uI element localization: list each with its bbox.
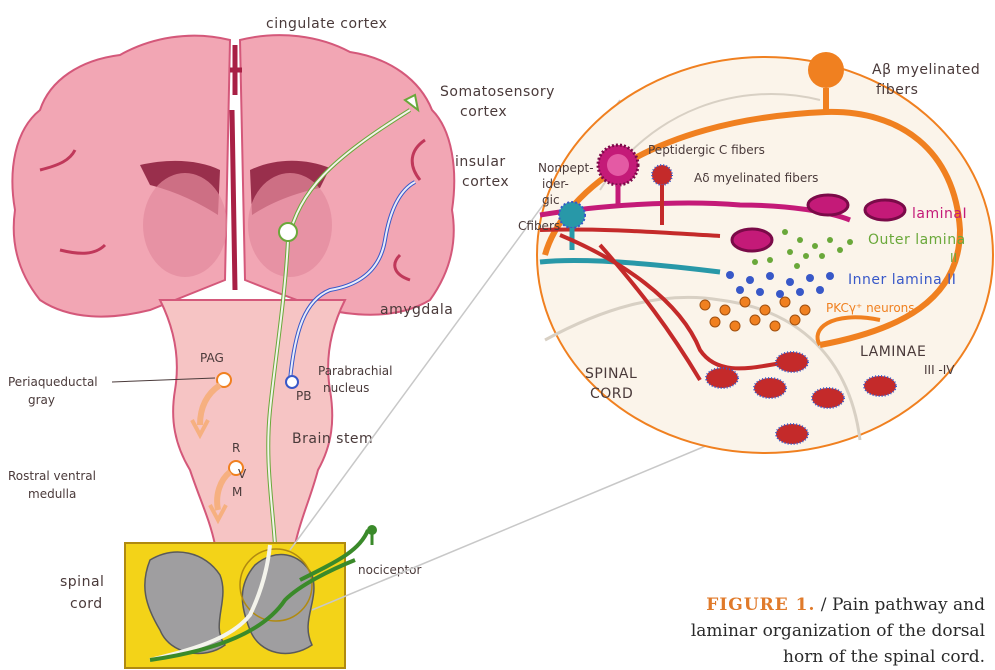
brainstem [160, 300, 345, 545]
label-ad-fibers: Aδ myelinated fibers [694, 171, 818, 185]
label-rostral-ventral-medulla-2: medulla [28, 487, 76, 501]
label-amygdala: amygdala [380, 302, 453, 318]
label-lamina-i: laminaI [912, 206, 967, 222]
figure-number: FIGURE 1. [706, 595, 815, 615]
spinal-cord-section [125, 543, 355, 668]
label-rostral-ventral-medulla: Rostral ventral [8, 469, 96, 483]
label-m: M [232, 485, 242, 499]
label-spinal-cord-2: cord [70, 596, 103, 612]
label-somatosensory-cortex-2: cortex [460, 104, 507, 120]
label-cingulate-cortex: cingulate cortex [266, 16, 387, 32]
label-pb: PB [296, 389, 311, 403]
label-pag: PAG [200, 351, 224, 365]
label-periaqueductal-gray-2: gray [28, 393, 55, 407]
label-peptidergic-c-fibers: Peptidergic C fibers [648, 143, 765, 157]
label-nonpeptidergic-3: gic [542, 193, 560, 207]
label-r: R [232, 441, 240, 455]
label-parabrachial-nucleus-2: nucleus [323, 381, 369, 395]
label-inner-lamina-ii: Inner lamina II [848, 272, 956, 288]
label-spinal-cord: spinal [60, 574, 104, 590]
label-outer-lamina-ii-2: II [950, 251, 957, 265]
label-brain-stem: Brain stem [292, 431, 373, 447]
label-insular-cortex: insular [455, 154, 506, 170]
label-somatosensory-cortex: Somatosensory [440, 84, 555, 100]
label-c-fibers: Cfibers [518, 219, 560, 233]
label-laminae: LAMINAE [860, 344, 926, 360]
label-periaqueductal-gray: Periaqueductal [8, 375, 98, 389]
label-pkc-neurons: PKCγ⁺ neurons [826, 301, 915, 315]
label-ab-fibers: Aβ myelinated [872, 62, 980, 78]
label-parabrachial-nucleus: Parabrachial [318, 364, 392, 378]
label-outer-lamina-ii: Outer lamina [868, 232, 966, 248]
label-laminae-2: III -IV [924, 363, 955, 377]
label-nonpeptidergic: Nonpept- [538, 161, 594, 175]
label-ab-fibers-2: fibers [876, 82, 918, 98]
label-nociceptor: nociceptor [358, 563, 422, 577]
label-nonpeptidergic-2: ider- [542, 177, 569, 191]
label-insular-cortex-2: cortex [462, 174, 509, 190]
label-inset-cord: CORD [590, 386, 633, 402]
label-v: V [238, 467, 247, 481]
figure-caption: FIGURE 1. / Pain pathway and laminar org… [655, 592, 985, 670]
label-inset-spinal: SPINAL [585, 366, 637, 382]
